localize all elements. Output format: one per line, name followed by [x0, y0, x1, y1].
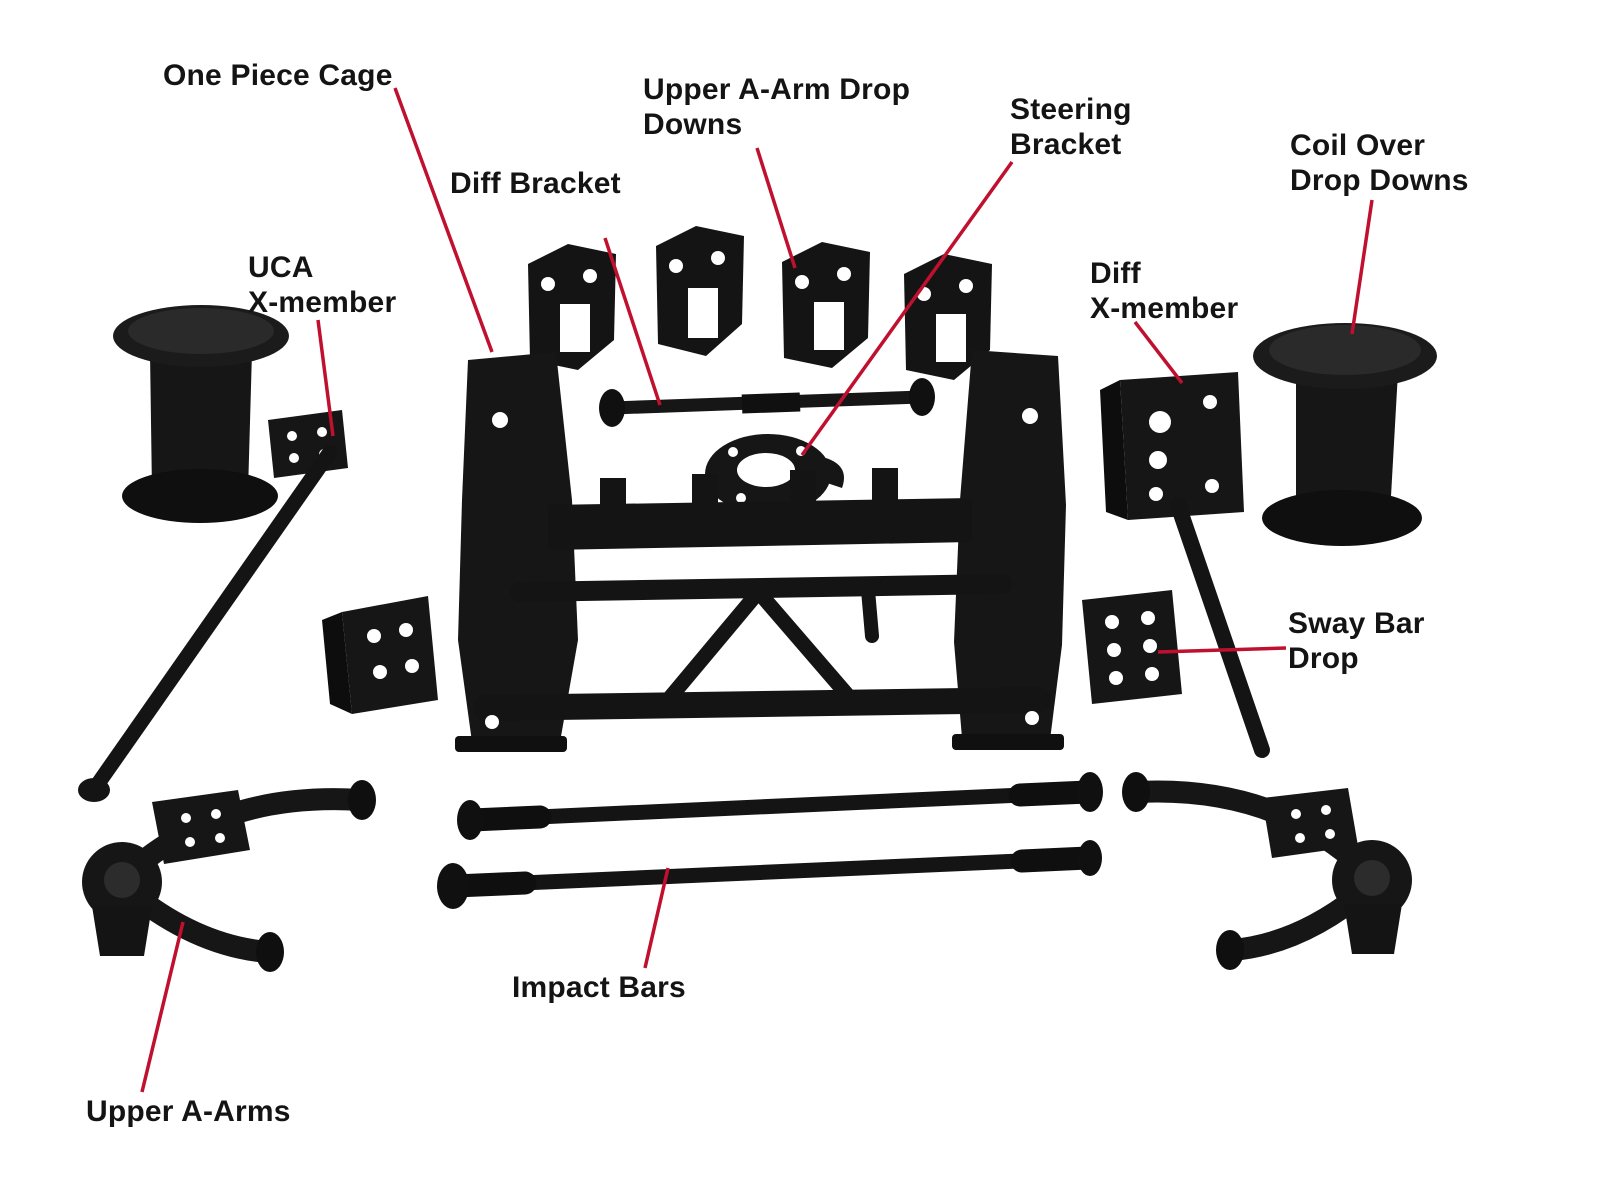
uca-x-member-part	[78, 410, 348, 802]
upper-a-arm-left	[82, 780, 376, 972]
diff-bracket-bar	[599, 378, 935, 427]
leader-coil-over-drop-downs	[1350, 199, 1374, 335]
label-sway-bar-drop: Sway Bar Drop	[1288, 607, 1425, 676]
label-diff-x-member: Diff X-member	[1090, 257, 1239, 326]
label-upper-a-arms: Upper A-Arms	[86, 1095, 291, 1128]
label-upper-a-arm-drop-downs: Upper A-Arm Drop Downs	[643, 73, 911, 142]
leader-diff-x-member	[1133, 320, 1184, 385]
leader-uca-x-member	[316, 319, 335, 437]
leader-lines	[140, 87, 1374, 1093]
one-piece-cage-frame	[455, 350, 1066, 752]
impact-bars-part	[437, 772, 1103, 909]
leader-one-piece-cage	[393, 87, 494, 353]
leader-diff-bracket	[603, 237, 662, 406]
leader-upper-a-arm-drops	[755, 147, 797, 269]
upper-a-arm-drop-down-brackets	[528, 226, 992, 380]
leader-sway-bar-drop	[1157, 646, 1287, 654]
label-uca-x-member: UCA X-member	[248, 251, 397, 320]
leader-steering-bracket	[800, 160, 1014, 457]
label-diff-bracket: Diff Bracket	[450, 167, 621, 200]
coil-over-drop-down-right	[1253, 323, 1437, 546]
sway-bar-drop-bracket	[1082, 590, 1182, 704]
upper-a-arm-right	[1122, 772, 1412, 970]
label-one-piece-cage: One Piece Cage	[163, 59, 393, 92]
leader-impact-bars	[643, 867, 670, 969]
label-coil-over-drop-downs: Coil Over Drop Downs	[1290, 129, 1469, 198]
label-impact-bars: Impact Bars	[512, 971, 686, 1004]
diff-x-member-part	[1100, 372, 1270, 758]
coil-over-drop-down-left	[113, 305, 289, 523]
frame-side-bracket-left	[322, 596, 438, 714]
leader-upper-a-arms	[140, 921, 185, 1093]
label-steering-bracket: Steering Bracket	[1010, 93, 1132, 162]
